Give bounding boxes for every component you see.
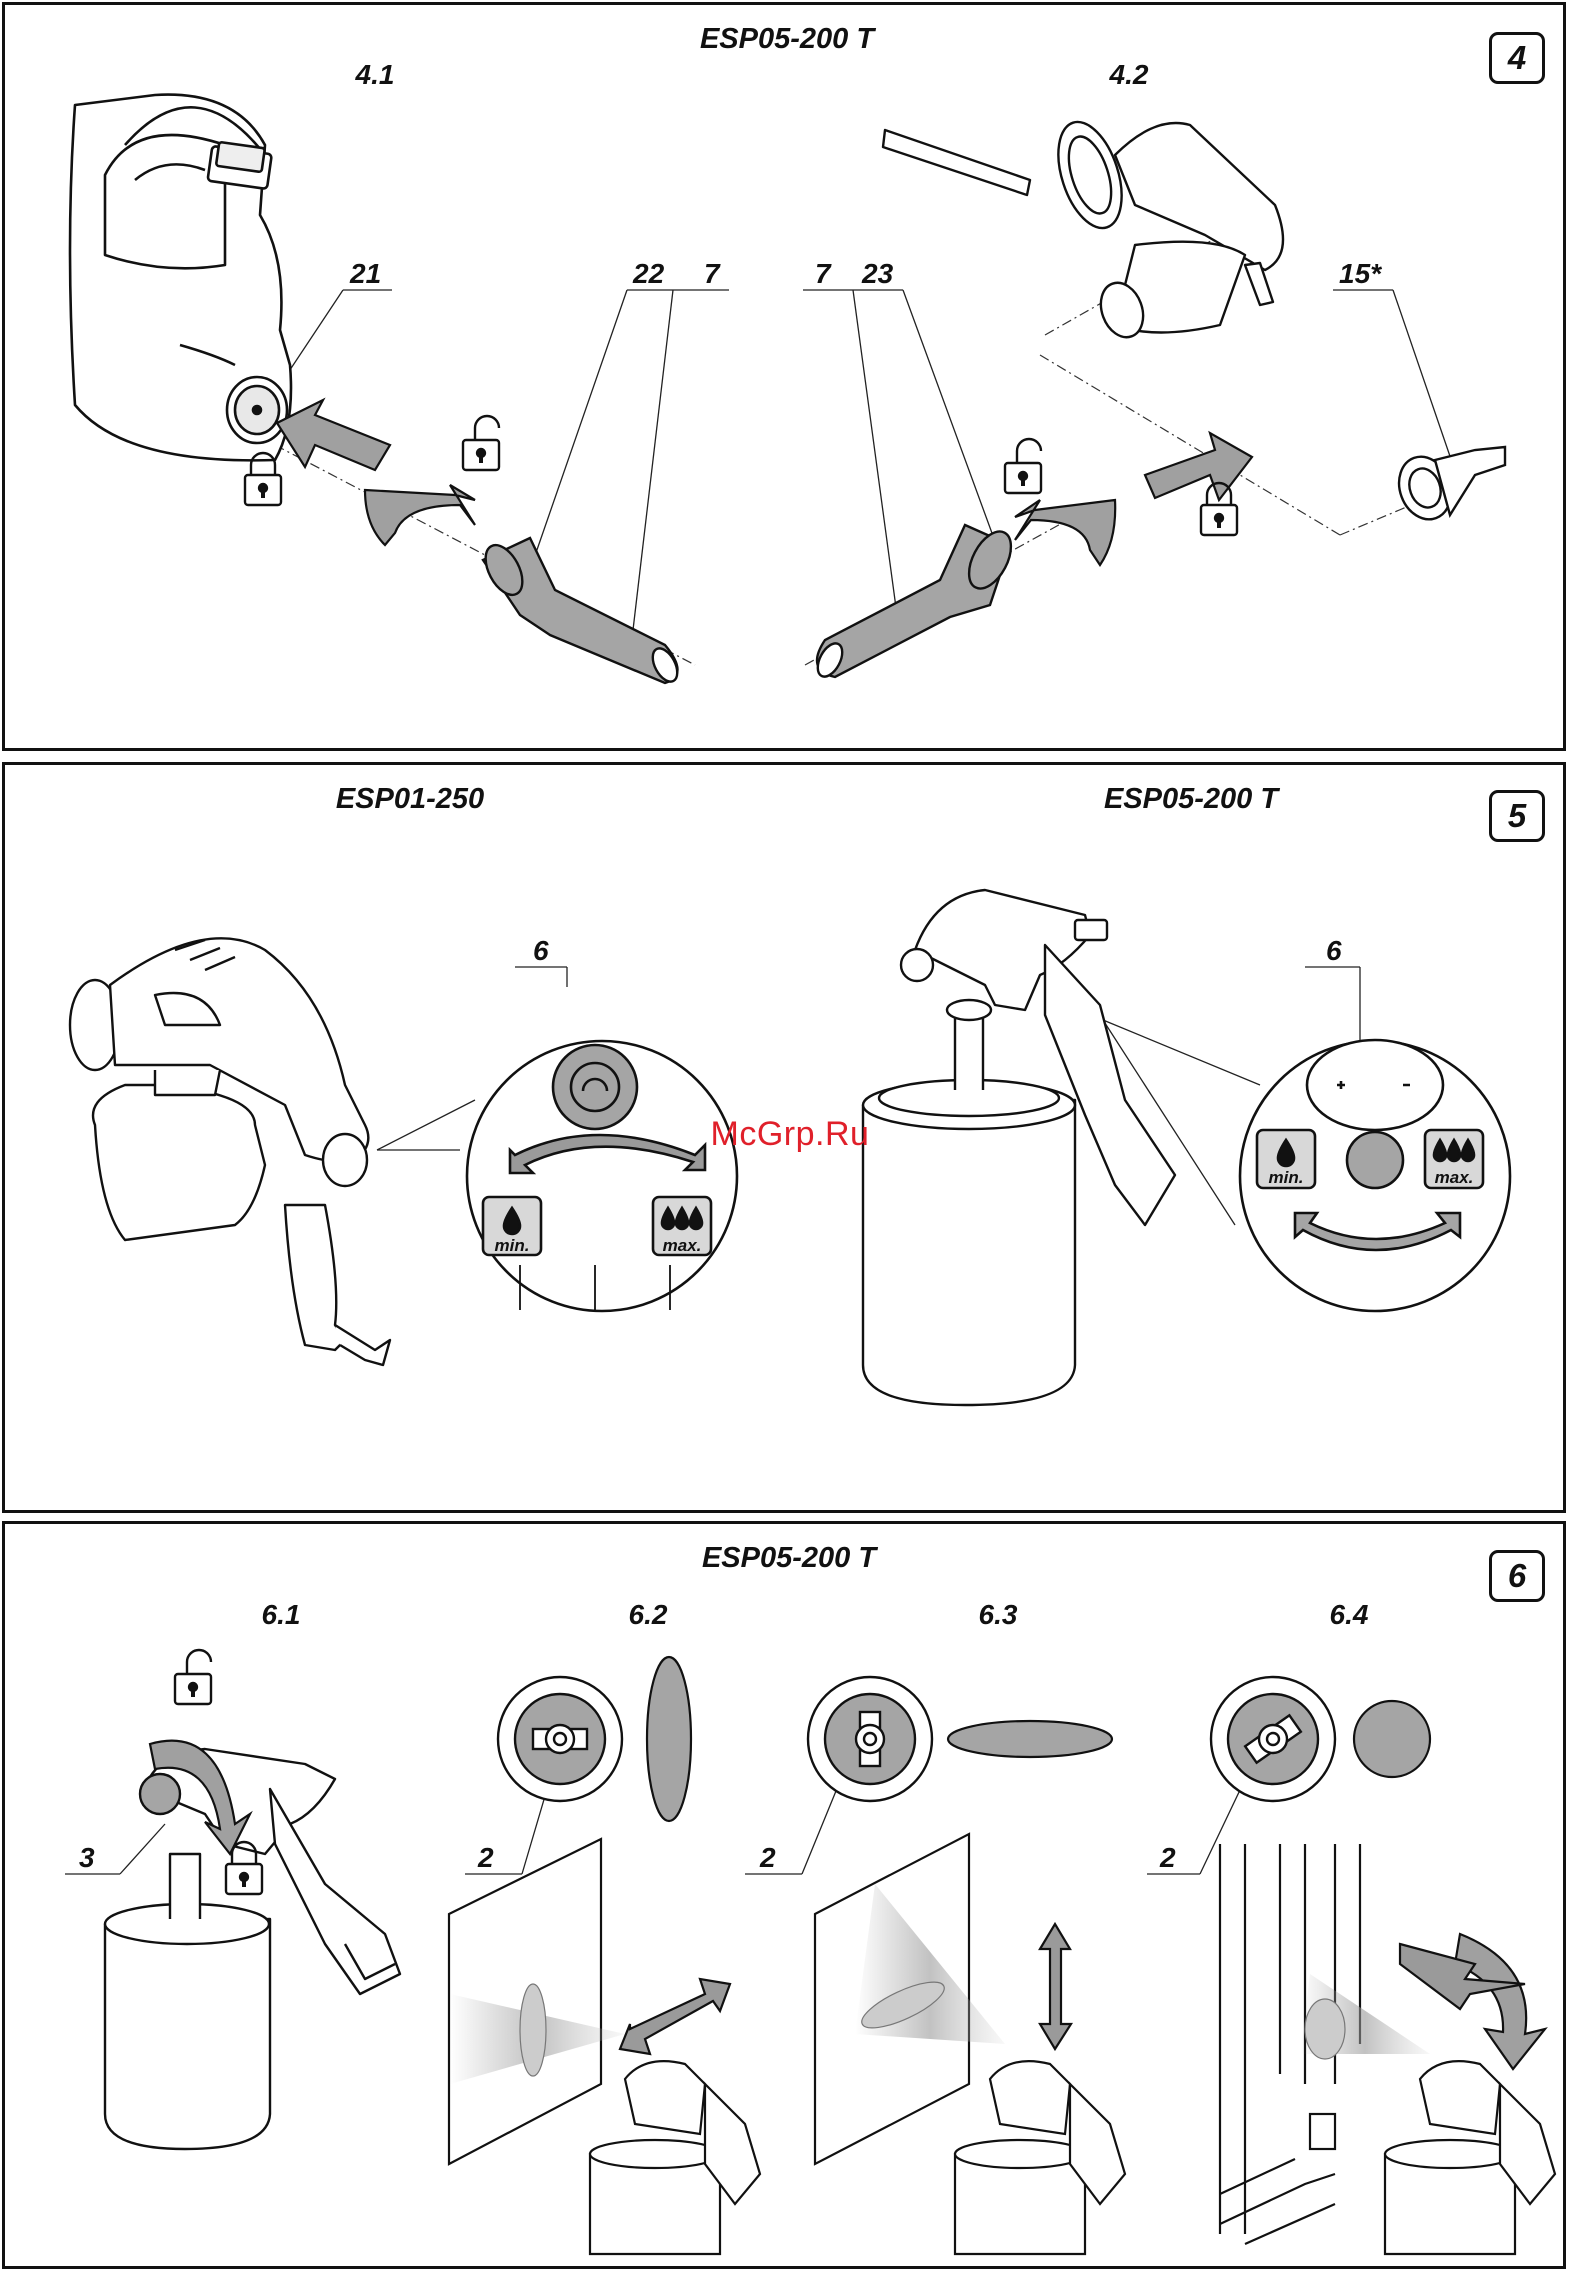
hose-adapter-right	[813, 525, 1020, 681]
figure-4-panel: ESP05-200 T 4.1 4.2 4 21 22 7 7 23 15*	[2, 2, 1566, 751]
min-label-right: min.	[1269, 1168, 1304, 1187]
hose-adapter-left	[478, 538, 682, 686]
gun-6-1-drawing	[105, 1749, 400, 2149]
esp01-gun-drawing	[70, 938, 390, 1365]
spray-pattern-round	[1354, 1701, 1430, 1777]
spray-pattern-vertical	[647, 1657, 691, 1821]
figure-6-panel: ESP05-200 T 6 6.1 6.2 6.3 6.4 3 2 2 2	[2, 1521, 1566, 2269]
motor-unit-drawing	[70, 95, 291, 461]
figure-4-illustration	[5, 5, 1565, 750]
spray-pattern-horizontal	[948, 1721, 1112, 1757]
double-arrow-icon	[1040, 1924, 1071, 2049]
max-label-left: max.	[663, 1236, 702, 1255]
rotate-arrow-icon	[1455, 1934, 1545, 2069]
figure-5-panel: ESP01-250 ESP05-200 T 5 6 6	[2, 762, 1566, 1513]
gun-in-hand-6-2	[590, 2061, 760, 2254]
lock-open-icon	[1005, 439, 1041, 493]
watermark-text: McGrp.Ru	[711, 1115, 870, 1154]
nozzle-face-vertical	[498, 1677, 622, 1801]
max-label-right: max.	[1435, 1168, 1474, 1187]
figure-6-illustration	[5, 1524, 1565, 2269]
flow-dial-magnified-left	[467, 1041, 737, 1311]
nozzle-drawing	[1391, 447, 1505, 527]
lock-open-icon	[463, 416, 499, 470]
spray-gun-drawing	[883, 114, 1283, 343]
esp05-gun-drawing	[863, 890, 1175, 1405]
gun-in-hand-6-4	[1385, 2061, 1555, 2254]
lock-open-icon	[175, 1650, 211, 1704]
gun-in-hand-6-3	[955, 2061, 1125, 2254]
min-label-left: min.	[495, 1236, 530, 1255]
double-arrow-icon	[620, 1979, 730, 2054]
nozzle-face-horizontal	[808, 1677, 932, 1801]
nozzle-face-diagonal	[1211, 1677, 1335, 1801]
rotate-arrow-icon	[277, 400, 1252, 565]
